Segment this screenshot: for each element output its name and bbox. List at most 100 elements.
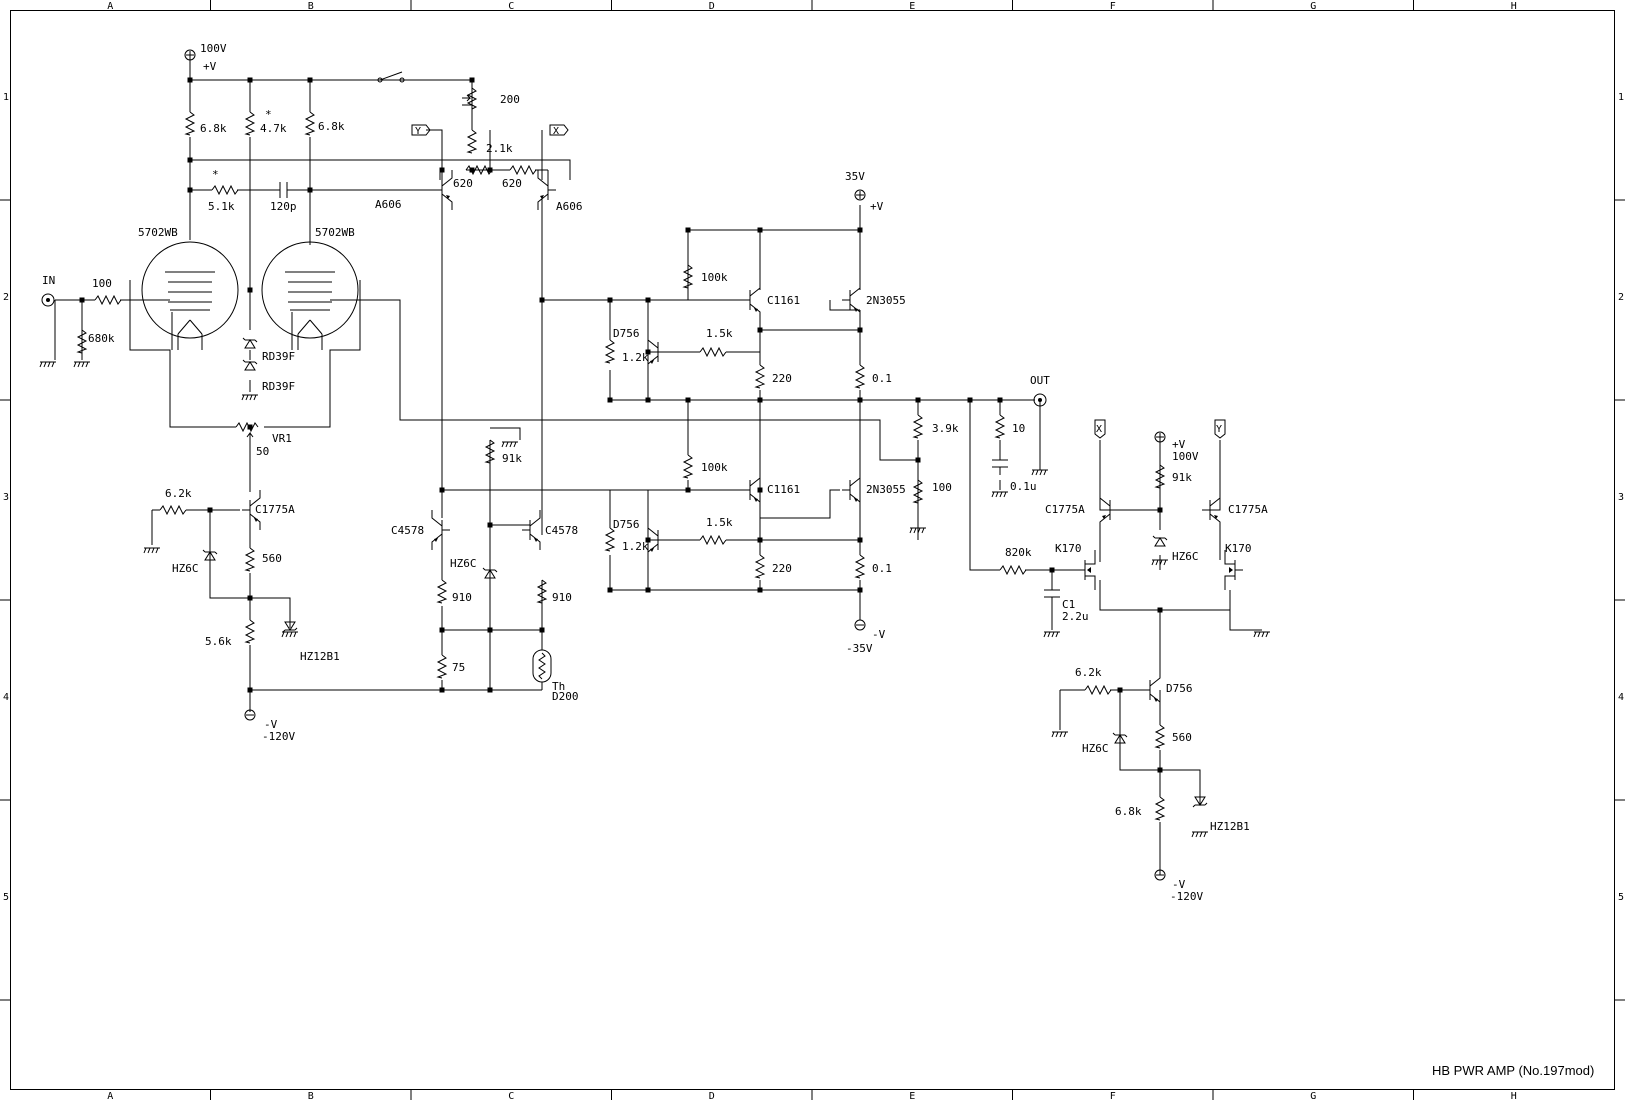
label: 120p (270, 200, 297, 213)
label: 2.1k (486, 142, 513, 155)
label: 100 (92, 277, 112, 290)
junction-dot (857, 327, 863, 333)
label: K170 (1225, 542, 1252, 555)
label: 620 (453, 177, 473, 190)
fet-leads (1224, 550, 1235, 590)
zener-diode (242, 337, 258, 349)
label: C1 (1062, 598, 1075, 611)
label: 100 (932, 481, 952, 494)
resistor (699, 534, 727, 546)
label: 91k (502, 452, 522, 465)
junction-dot (439, 167, 445, 173)
label: 560 (1172, 731, 1192, 744)
border-row-label: 4 (1618, 692, 1624, 703)
rail-right-minus-sign: -V (1172, 878, 1186, 891)
border-col-label: D (709, 1, 715, 12)
label: 2N3055 (866, 294, 906, 307)
rail-plus35-sign: +V (870, 200, 884, 213)
junction-dot (187, 187, 193, 193)
transistor-leads (249, 490, 261, 530)
zener-diode (482, 567, 498, 579)
junction-dot (857, 227, 863, 233)
ground-symbol (1051, 731, 1068, 738)
resistor (484, 439, 496, 464)
resistor (854, 364, 866, 389)
junction-dot (247, 687, 253, 693)
ground-symbol (909, 527, 926, 534)
resistor (699, 346, 727, 358)
capacitor (279, 182, 288, 198)
label: 6.8k (318, 120, 345, 133)
junction-dot (757, 227, 763, 233)
label: 2N3055 (866, 483, 906, 496)
label: 10 (1012, 422, 1025, 435)
border-row-label: 2 (3, 292, 9, 303)
port-x-right (1094, 419, 1106, 439)
border-row-label: 5 (1618, 892, 1624, 903)
junction-dot (857, 537, 863, 543)
label: C1775A (1045, 503, 1085, 516)
junction-dot (645, 587, 651, 593)
switch (379, 71, 403, 81)
label: 2.2u (1062, 610, 1089, 623)
tube-envelope-right (261, 241, 359, 339)
transistor-leads (1149, 670, 1161, 710)
ground-symbol (991, 491, 1008, 498)
label: D756 (613, 518, 640, 531)
zener-diode (242, 359, 258, 371)
label: 0.1u (1010, 480, 1037, 493)
label: 50 (256, 445, 269, 458)
junction-dot (247, 77, 253, 83)
emitter-arrow (650, 360, 654, 364)
transistor-leads (849, 470, 861, 510)
tube-right-label: 5702WB (315, 226, 355, 239)
ground-symbol (1253, 631, 1270, 638)
junction-dot (487, 627, 493, 633)
label: 5.1k (208, 200, 235, 213)
transistors (242, 170, 1243, 710)
junction-dot (439, 687, 445, 693)
junction-dot (487, 687, 493, 693)
ground-symbol (241, 394, 258, 401)
junction-dot (857, 587, 863, 593)
ground-symbol (1031, 469, 1048, 476)
potentiometer (462, 87, 478, 110)
junction-dot (1117, 687, 1123, 693)
border-col-label: H (1511, 1091, 1517, 1100)
transistor-leads (1099, 490, 1111, 530)
ground-symbol (501, 441, 518, 448)
junction-dot (487, 522, 493, 528)
resistor (912, 479, 924, 504)
label: 220 (772, 372, 792, 385)
ground-symbol (1043, 631, 1060, 638)
capacitor (1044, 589, 1060, 610)
resistor (854, 554, 866, 579)
label: D200 (552, 690, 579, 703)
emitter-arrow (534, 538, 538, 542)
label: HZ6C (172, 562, 199, 575)
label: 91k (1172, 471, 1192, 484)
emitter-arrow (1214, 515, 1218, 519)
rail-plus35-value: 35V (845, 170, 865, 183)
label: 100k (701, 271, 728, 284)
transistor-leads (647, 332, 659, 372)
components (76, 71, 1208, 821)
rail-plus100-sign: +V (203, 60, 217, 73)
resistor (244, 111, 256, 136)
label: 910 (552, 591, 572, 604)
junction-dot (685, 227, 691, 233)
label: 200 (500, 93, 520, 106)
rail-minus120-sign: -V (264, 718, 278, 731)
resistor (994, 414, 1006, 439)
junction-dot (645, 349, 651, 355)
port-x-label: X (553, 126, 559, 137)
zener-diode (1112, 732, 1128, 744)
junction-dot (757, 487, 763, 493)
label: 220 (772, 562, 792, 575)
tube-left-label: 5702WB (138, 226, 178, 239)
label: 1.2k (622, 540, 649, 553)
resistor (682, 454, 694, 479)
junction-dot (997, 397, 1003, 403)
resistor (754, 364, 766, 389)
label: 75 (452, 661, 465, 674)
